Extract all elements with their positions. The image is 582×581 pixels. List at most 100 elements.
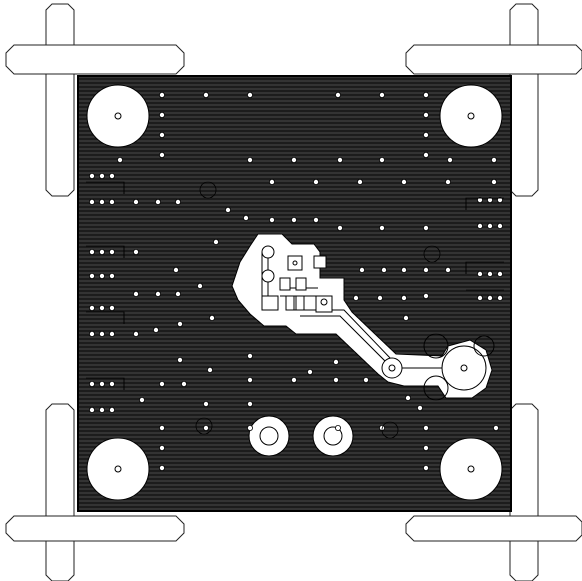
via-icon [352, 294, 359, 301]
via-icon [176, 320, 183, 327]
via-icon [490, 156, 497, 163]
via-icon [154, 290, 161, 297]
via-icon [246, 352, 253, 359]
via-icon [486, 196, 493, 203]
via-icon [320, 298, 328, 306]
via-icon [89, 380, 96, 387]
via-icon [99, 198, 106, 205]
via-icon [158, 380, 165, 387]
via-icon [208, 314, 215, 321]
via-icon [158, 112, 165, 119]
via-icon [336, 156, 343, 163]
via-icon [132, 290, 139, 297]
via-icon [290, 156, 297, 163]
via-icon [202, 400, 209, 407]
via-icon [336, 224, 343, 231]
via-icon [109, 272, 116, 279]
via-icon [290, 376, 297, 383]
via-icon [376, 294, 383, 301]
crop-mark-icon [5, 403, 185, 581]
via-icon [89, 172, 96, 179]
via-icon [224, 206, 231, 213]
via-icon [486, 270, 493, 277]
via-icon [212, 238, 219, 245]
via-icon [246, 92, 253, 99]
pad-icon [279, 277, 291, 291]
via-icon [109, 304, 116, 311]
via-icon [158, 92, 165, 99]
clearance-region [231, 233, 493, 399]
via-icon [476, 222, 483, 229]
via-icon [158, 464, 165, 471]
via-icon [292, 260, 298, 266]
via-icon [158, 151, 165, 158]
pad-icon [285, 295, 295, 311]
via-icon [422, 266, 429, 273]
via-icon [380, 266, 387, 273]
via-icon [99, 272, 106, 279]
via-icon [158, 424, 165, 431]
via-icon [306, 368, 313, 375]
via-icon [99, 172, 106, 179]
via-icon [172, 266, 179, 273]
via-icon [446, 156, 453, 163]
via-icon [109, 248, 116, 255]
mounting-hole-icon [439, 437, 503, 501]
via-icon [246, 400, 253, 407]
via-icon [99, 248, 106, 255]
via-icon [362, 376, 369, 383]
via-icon [138, 396, 145, 403]
via-icon [117, 156, 124, 163]
via-icon [158, 131, 165, 138]
via-icon [358, 266, 365, 273]
via-icon [89, 406, 96, 413]
via-icon [402, 314, 409, 321]
via-icon [89, 198, 96, 205]
via-icon [312, 178, 319, 185]
via-icon [109, 406, 116, 413]
via-icon [422, 92, 429, 99]
via-icon [400, 294, 407, 301]
via-icon [246, 424, 253, 431]
via-icon [332, 358, 339, 365]
via-icon [496, 222, 503, 229]
via-icon [132, 330, 139, 337]
crop-mark-icon [405, 3, 582, 197]
via-icon [460, 364, 468, 372]
crop-mark-icon [405, 403, 582, 581]
crop-mark-icon [5, 3, 185, 197]
mounting-hole-icon [86, 84, 150, 148]
via-icon [422, 292, 429, 299]
via-icon [109, 380, 116, 387]
via-icon [89, 248, 96, 255]
pad-icon [295, 277, 307, 291]
via-icon [381, 421, 399, 439]
via-icon [246, 376, 253, 383]
via-icon [158, 444, 165, 451]
via-icon [356, 178, 363, 185]
via-icon [109, 198, 116, 205]
via-icon [89, 330, 96, 337]
mounting-hole-icon [86, 437, 150, 501]
via-icon [196, 282, 203, 289]
via-icon [422, 112, 429, 119]
via-icon [422, 424, 429, 431]
via-icon [174, 198, 181, 205]
via-icon [154, 198, 161, 205]
via-icon [416, 404, 423, 411]
via-icon [132, 248, 139, 255]
via-icon [246, 156, 253, 163]
pad-icon [261, 295, 279, 311]
via-icon [99, 380, 106, 387]
via-icon [195, 417, 213, 435]
via-icon [202, 424, 209, 431]
via-icon [422, 464, 429, 471]
via-icon [180, 380, 187, 387]
via-icon [404, 394, 411, 401]
via-icon [174, 290, 181, 297]
via-icon [199, 181, 217, 199]
via-icon [496, 270, 503, 277]
via-icon [152, 326, 159, 333]
